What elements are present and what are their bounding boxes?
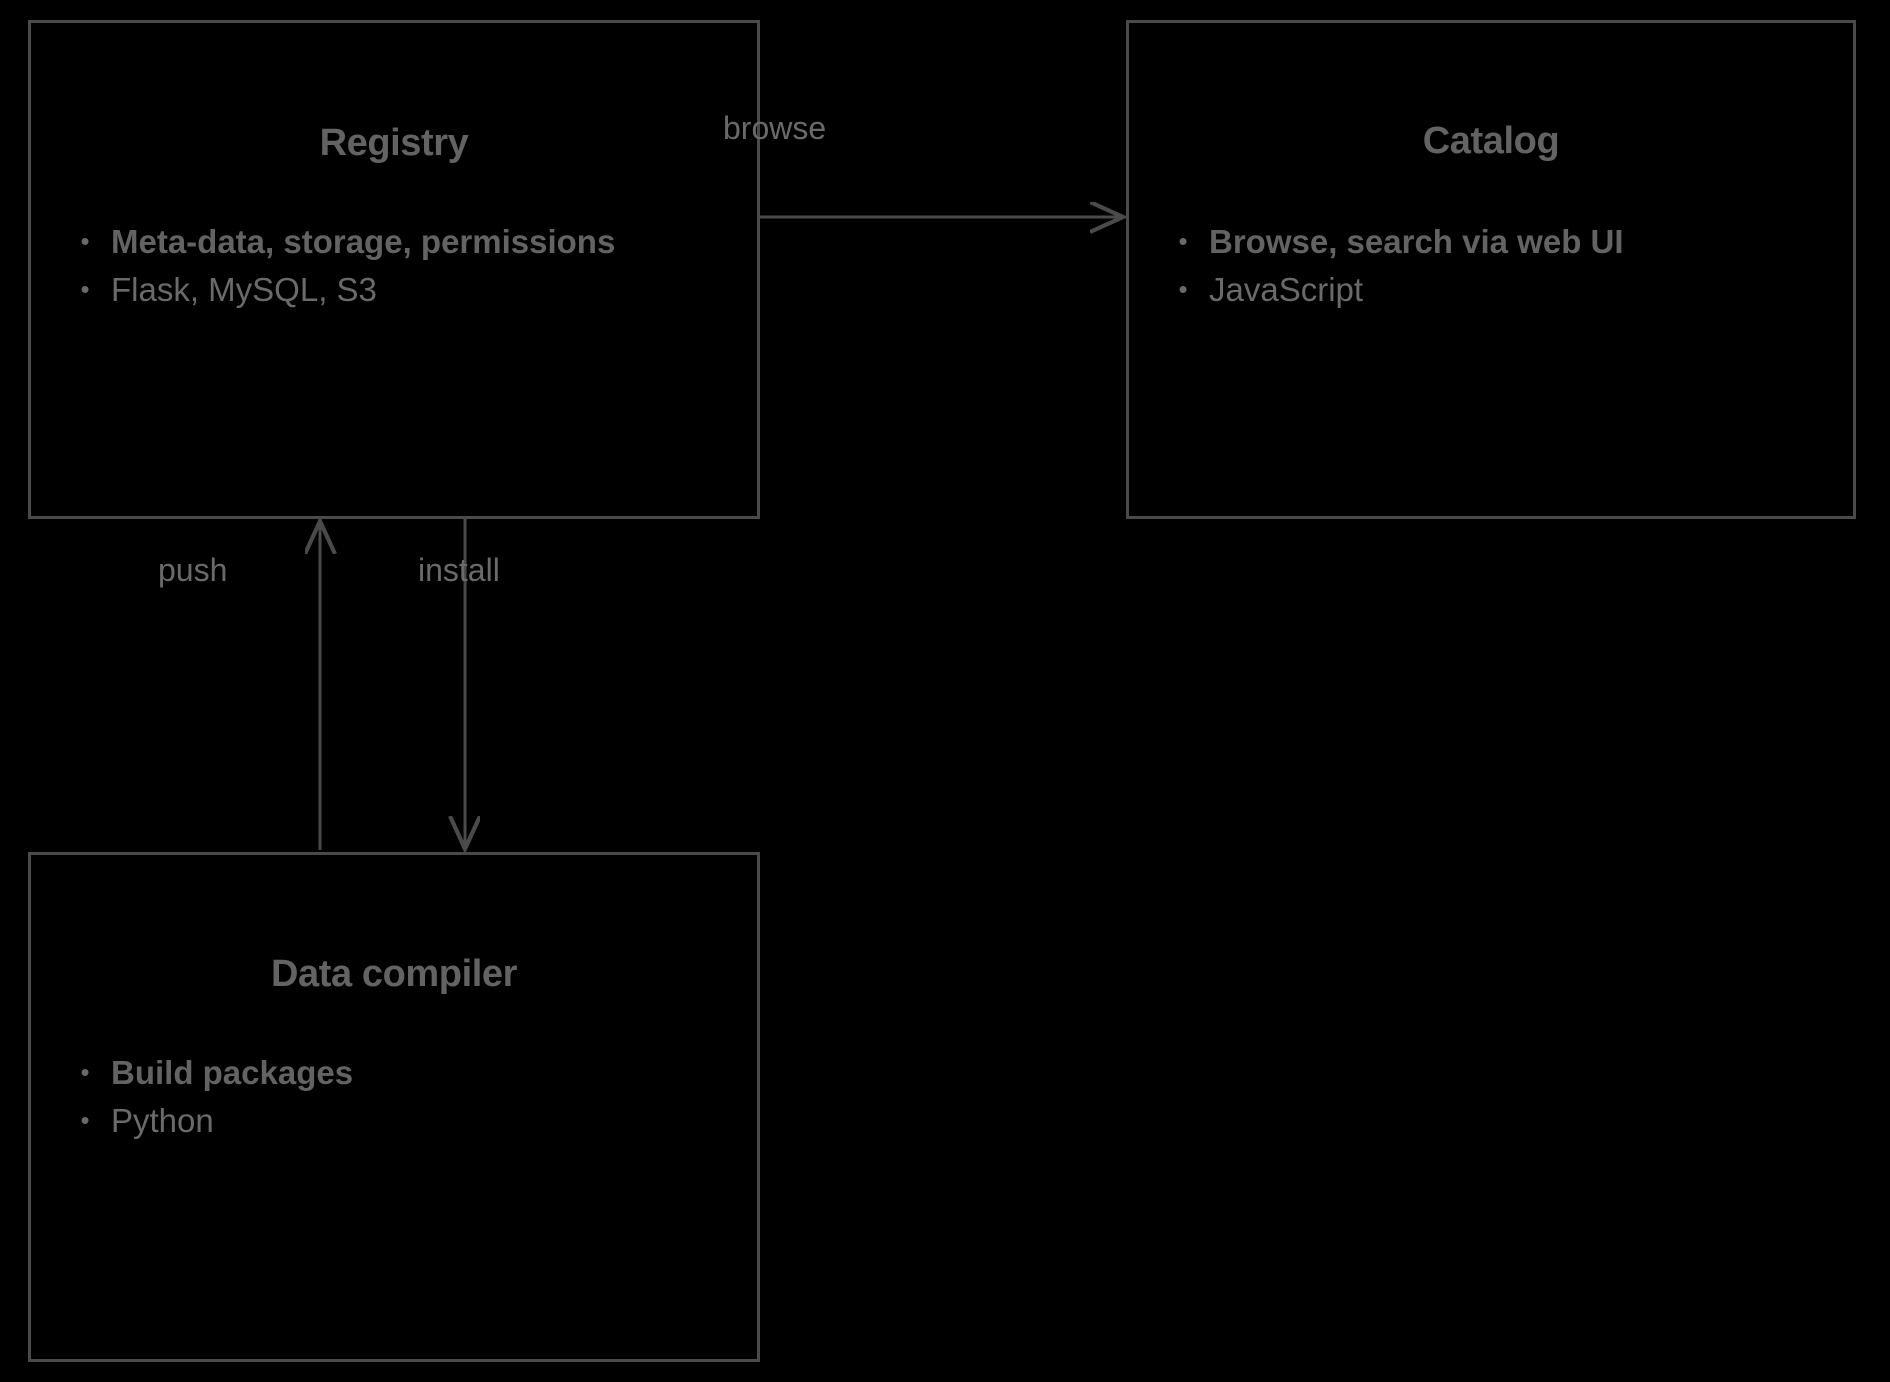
bullet-icon: • — [80, 226, 90, 256]
list-item: • Python — [59, 1098, 739, 1144]
node-data-compiler[interactable]: Data compiler • Build packages • Python — [28, 852, 760, 1362]
list-item: • Build packages — [59, 1050, 739, 1096]
node-catalog-bullets: • Browse, search via web UI • JavaScript — [1157, 219, 1835, 314]
node-registry-bullets: • Meta-data, storage, permissions • Flas… — [59, 219, 739, 314]
list-item-label: Meta-data, storage, permissions — [111, 223, 616, 260]
list-item: • Flask, MySQL, S3 — [59, 267, 739, 313]
bullet-icon: • — [80, 1057, 90, 1087]
edge-label-browse: browse — [723, 110, 827, 146]
bullet-icon: • — [80, 273, 90, 304]
list-item-label: Flask, MySQL, S3 — [111, 270, 377, 308]
list-item: • Meta-data, storage, permissions — [59, 219, 739, 265]
list-item-label: JavaScript — [1209, 270, 1364, 308]
bullet-icon: • — [1178, 226, 1188, 256]
list-item-label: Python — [111, 1101, 214, 1139]
edge-label-install: install — [418, 552, 500, 588]
node-data-compiler-bullets: • Build packages • Python — [59, 1050, 739, 1145]
list-item-label: Build packages — [111, 1054, 354, 1091]
node-catalog-title: Catalog — [1422, 120, 1560, 162]
node-data-compiler-title: Data compiler — [270, 953, 518, 995]
bullet-icon: • — [1178, 273, 1188, 304]
list-item: • JavaScript — [1157, 267, 1835, 313]
node-catalog[interactable]: Catalog • Browse, search via web UI • Ja… — [1126, 20, 1856, 519]
node-registry-title: Registry — [319, 122, 469, 164]
node-registry[interactable]: Registry • Meta-data, storage, permissio… — [28, 20, 760, 519]
bullet-icon: • — [80, 1104, 90, 1135]
edge-label-push: push — [158, 552, 228, 588]
list-item-label: Browse, search via web UI — [1209, 223, 1624, 260]
list-item: • Browse, search via web UI — [1157, 219, 1835, 265]
